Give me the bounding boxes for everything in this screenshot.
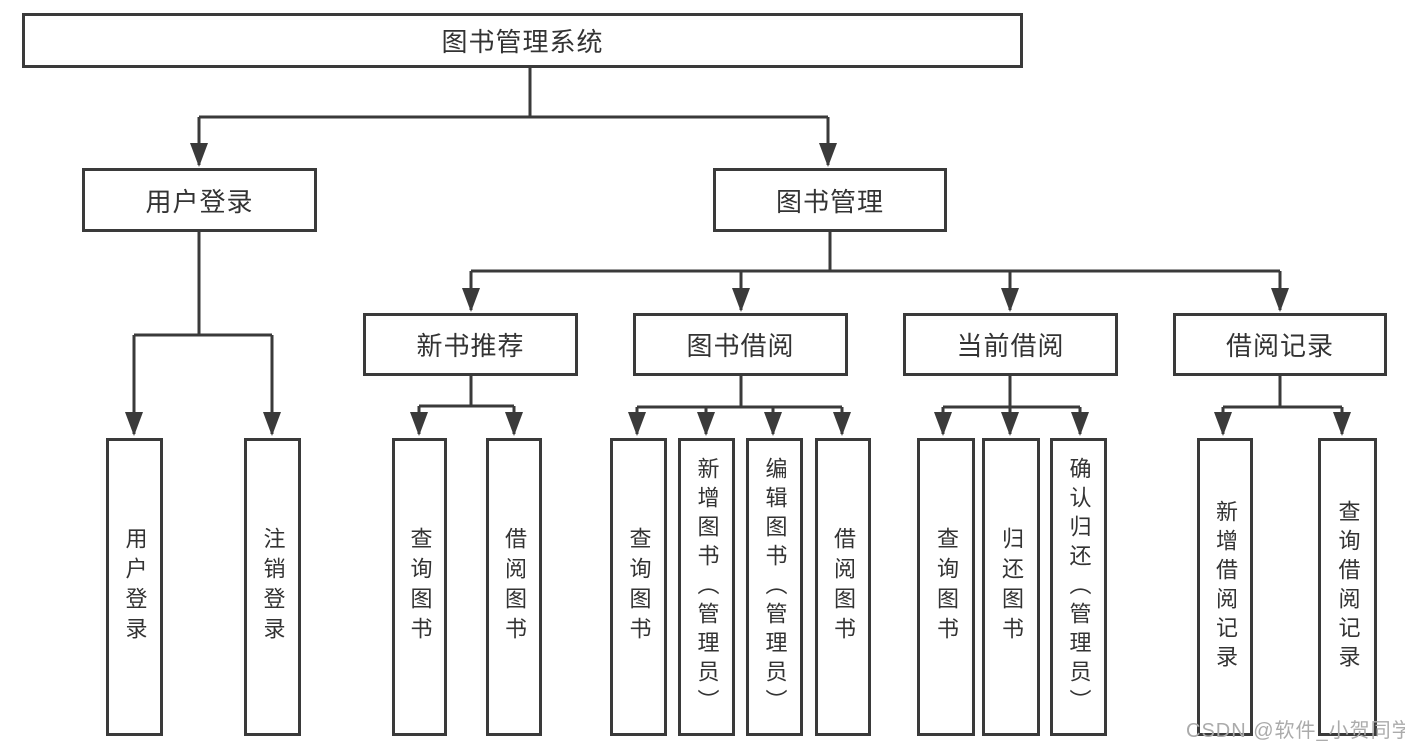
- leaf-logout-login: 注销登录: [244, 438, 301, 736]
- node-book-management: 图书管理: [713, 168, 947, 232]
- leaf-nbr-query-books: 查询图书: [392, 438, 447, 736]
- leaf-cb-return-books: 归还图书: [982, 438, 1040, 736]
- leaf-br-add-record: 新增借阅记录: [1197, 438, 1253, 736]
- node-current-borrowing: 当前借阅: [903, 313, 1118, 376]
- leaf-bb-add-books-admin: 新增图书（管理员）: [678, 438, 735, 736]
- leaf-bb-query-books: 查询图书: [610, 438, 667, 736]
- leaf-br-query-record: 查询借阅记录: [1318, 438, 1377, 736]
- csdn-watermark: CSDN @软件_小贺同学: [1186, 720, 1405, 742]
- node-new-book-recommendation: 新书推荐: [363, 313, 578, 376]
- node-borrowing-records: 借阅记录: [1173, 313, 1387, 376]
- leaf-bb-edit-books-admin: 编辑图书（管理员）: [746, 438, 803, 736]
- node-user-login: 用户登录: [82, 168, 317, 232]
- leaf-cb-confirm-return-admin: 确认归还（管理员）: [1050, 438, 1107, 736]
- leaf-bb-borrow-books: 借阅图书: [815, 438, 871, 736]
- leaf-user-login: 用户登录: [106, 438, 163, 736]
- leaf-cb-query-books: 查询图书: [917, 438, 975, 736]
- node-library-management-system: 图书管理系统: [22, 13, 1023, 68]
- leaf-nbr-borrow-books: 借阅图书: [486, 438, 542, 736]
- node-book-borrowing: 图书借阅: [633, 313, 848, 376]
